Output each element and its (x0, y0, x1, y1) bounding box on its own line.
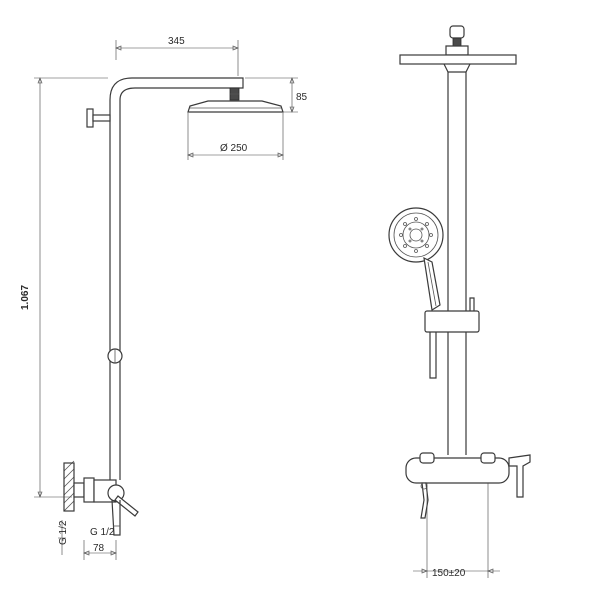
wall-bracket-knob (86, 108, 94, 128)
mixer-lever (114, 495, 139, 517)
dim-head-height: 85 (296, 92, 308, 103)
dim-inlet-thread-vertical: G 1/2 (58, 520, 69, 545)
wall-hatch (63, 460, 75, 512)
mixer-body-front (405, 457, 510, 484)
dim-head-diameter: Ø 250 (220, 143, 248, 154)
top-connector (449, 25, 465, 39)
slider-clamp (424, 310, 480, 333)
mixer-lever-front (508, 454, 531, 498)
dim-wall-offset: 78 (93, 543, 105, 554)
side-view (34, 40, 298, 560)
dim-total-height: 1.067 (20, 285, 31, 310)
diverter-outlet-front (420, 482, 429, 519)
rain-shower-head-front (399, 54, 517, 65)
hand-shower (388, 207, 480, 379)
dim-inlet-spacing: 150±20 (432, 568, 466, 579)
mixer-front (405, 452, 531, 519)
riser-pipe-front (447, 72, 467, 455)
overhead-arm (109, 77, 244, 101)
riser-pipe (109, 100, 121, 480)
wall-inlet-connector (73, 482, 85, 498)
hand-shower-head (388, 207, 444, 263)
hand-shower-hose (429, 332, 437, 379)
dim-inlet-thread-horizontal: G 1/2 (90, 527, 115, 538)
front-view (388, 25, 531, 578)
dim-arm-length: 345 (168, 36, 185, 47)
rain-shower-head-side (187, 100, 284, 113)
bottom-outlet (111, 499, 121, 536)
